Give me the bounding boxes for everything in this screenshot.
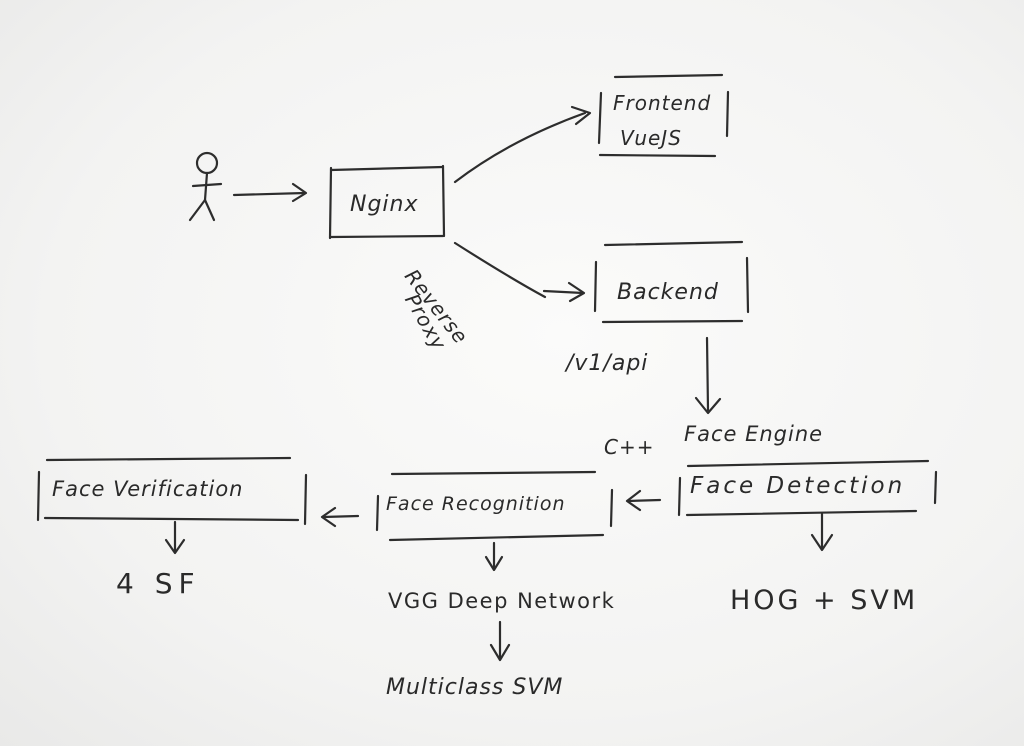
- face-detection-box: [677, 459, 938, 517]
- backend-label: Backend: [617, 280, 719, 305]
- arrow-detection-to-hog: [810, 512, 834, 552]
- engine-name-label: Face Engine: [684, 422, 824, 446]
- api-path-label: /v1/api: [566, 351, 649, 376]
- nginx-label: Nginx: [350, 192, 419, 217]
- arrow-recognition-to-vgg: [484, 541, 504, 572]
- recognition-method-label: VGG Deep Network: [388, 589, 616, 613]
- stick-figure-icon: [188, 151, 223, 222]
- arrow-verification-to-4sf: [164, 520, 186, 555]
- backend-box: [593, 240, 750, 324]
- face-detection-label: Face Detection: [690, 473, 906, 499]
- frontend-label: Frontend: [613, 91, 712, 115]
- arrow-recognition-to-verification: [320, 506, 360, 528]
- nginx-box: [328, 164, 446, 240]
- classifier-label: Multiclass SVM: [386, 675, 564, 700]
- face-verification-label: Face Verification: [52, 477, 244, 501]
- face-verification-box: [36, 456, 308, 526]
- arrow-vgg-to-multiclass: [489, 620, 511, 662]
- face-recognition-box: [375, 470, 614, 542]
- engine-language-label: C++: [604, 435, 655, 459]
- frontend-box: [597, 73, 730, 158]
- frontend-framework-label: VueJS: [620, 126, 682, 150]
- detection-method-label: HOG + SVM: [730, 585, 919, 616]
- arrow-detection-to-recognition: [625, 489, 662, 512]
- face-recognition-label: Face Recognition: [386, 493, 566, 515]
- verification-method-label: 4 SF: [116, 567, 201, 600]
- arrow-backend-to-face-detection: [694, 336, 722, 415]
- arrow-user-to-nginx: [232, 182, 308, 203]
- arrow-nginx-to-frontend: [453, 105, 592, 184]
- arrow-nginx-to-backend: [453, 241, 586, 303]
